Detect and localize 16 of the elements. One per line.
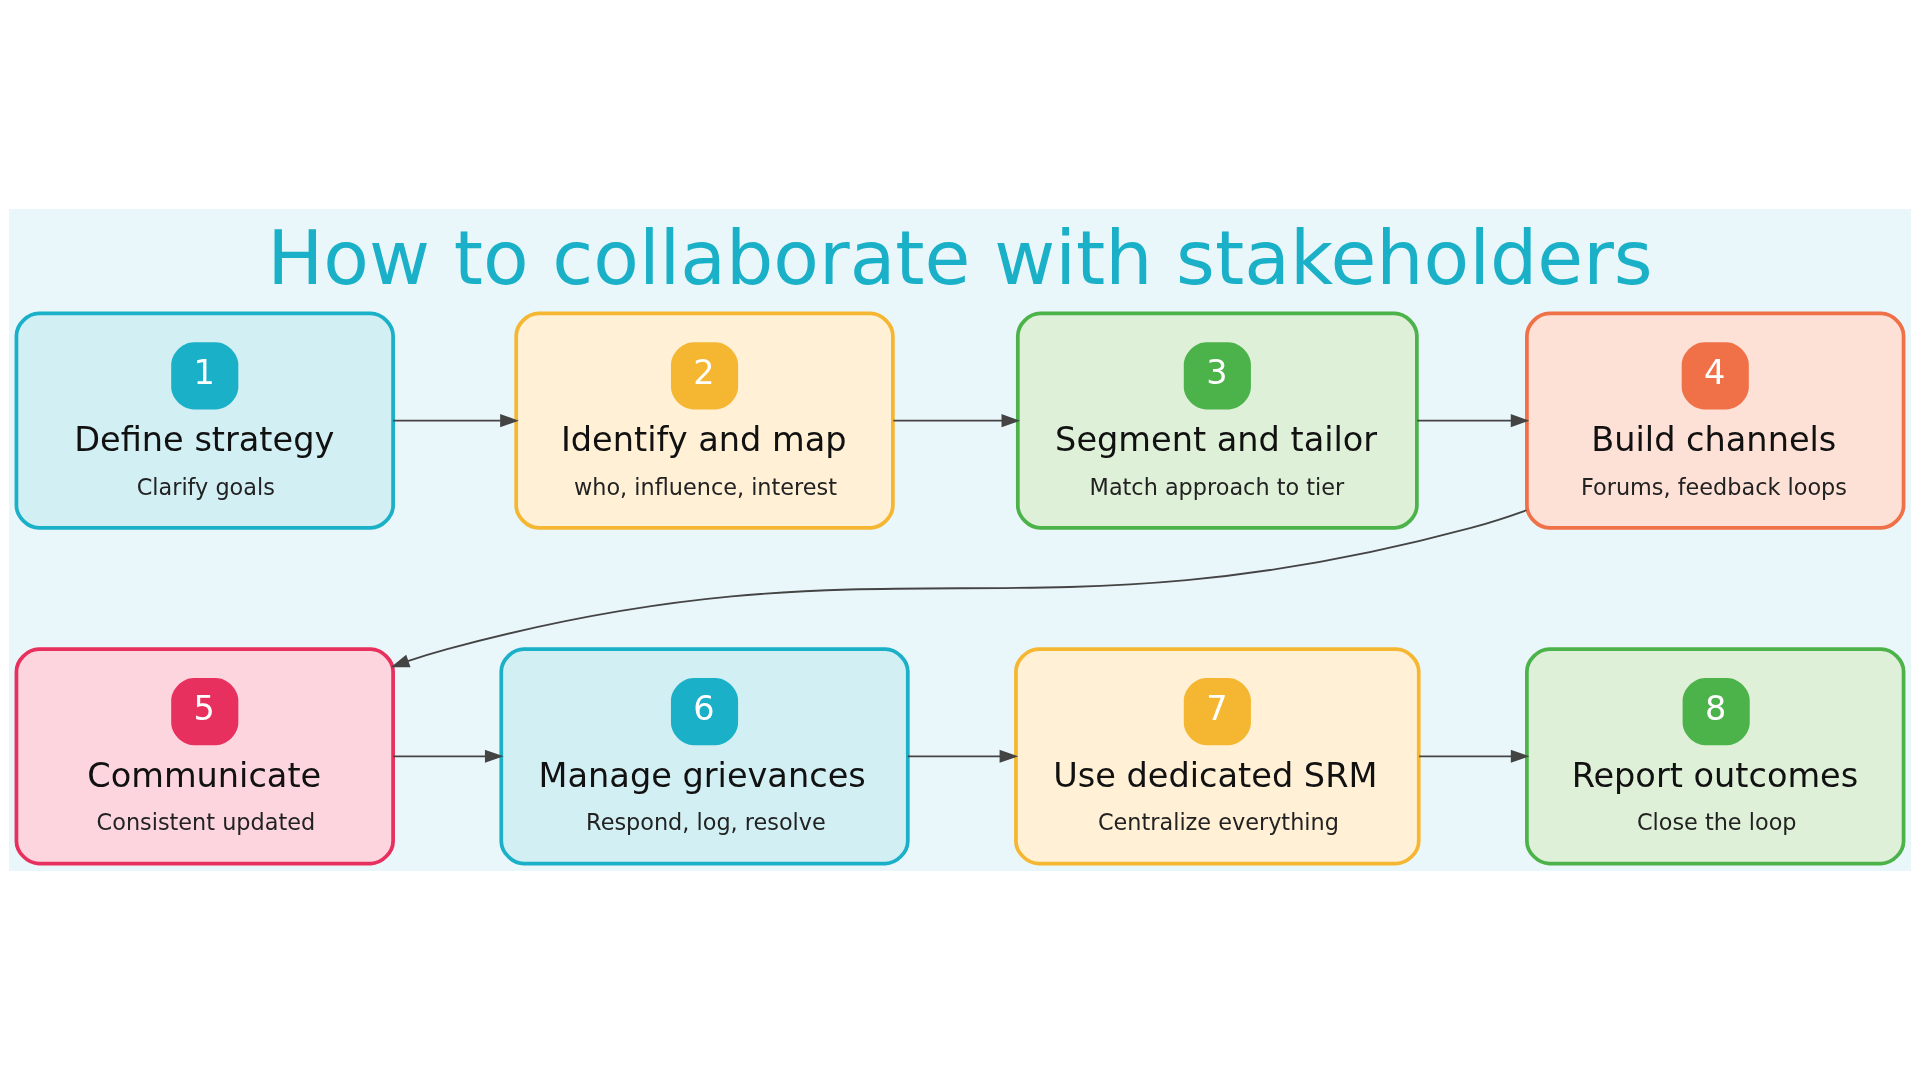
- arrow: [906, 749, 1019, 763]
- node-box: 8 Report outcomes Close the loop: [1525, 647, 1906, 866]
- arrow: [892, 414, 1021, 428]
- node-box: 2 Identify and map who, influence, interest: [514, 311, 895, 530]
- arrow: [392, 749, 504, 763]
- diagram-title: How to collaborate with stakeholders: [267, 214, 1653, 302]
- node-box: 1 Define strategy Clarify goals: [14, 311, 395, 530]
- arrow: [1418, 749, 1530, 763]
- arrow: [390, 509, 1528, 668]
- node-box: 6 Manage grievances Respond, log, resolve: [499, 647, 910, 866]
- node-box: 5 Communicate Consistent updated: [14, 647, 395, 866]
- arrow: [1416, 414, 1530, 428]
- arrow: [392, 414, 519, 428]
- node-box: 7 Use dedicated SRM Centralize everything: [1014, 647, 1421, 866]
- node-box: 3 Segment and tailor Match approach to tier: [1015, 311, 1419, 530]
- node-box: 4 Build channels Forums, feedback loops: [1525, 311, 1906, 530]
